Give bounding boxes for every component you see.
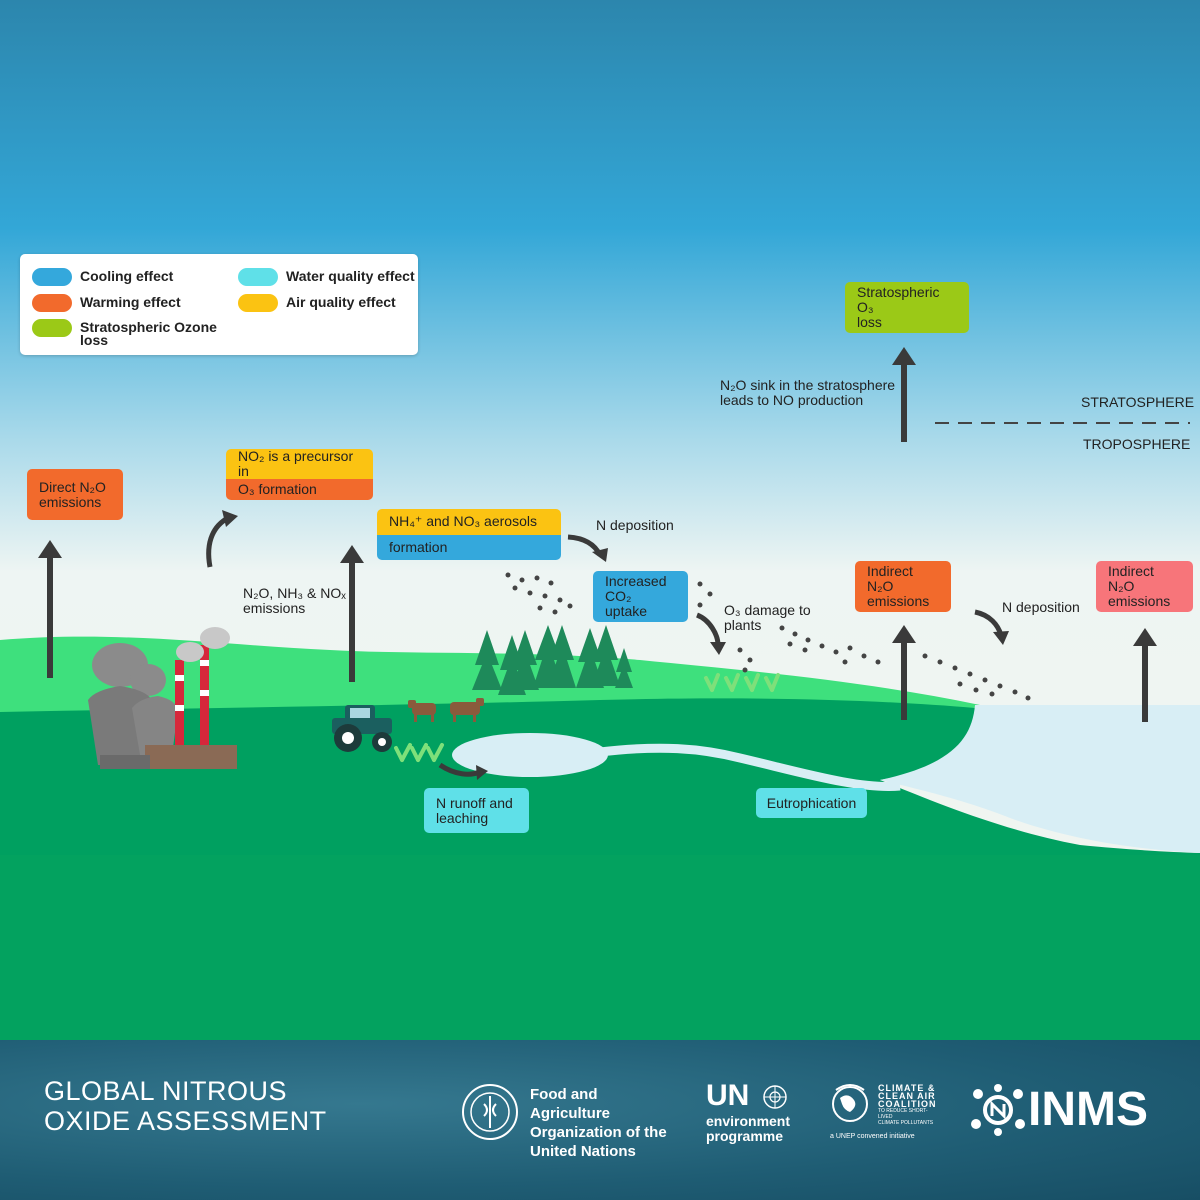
sea xyxy=(880,705,1200,853)
inms-network-icon xyxy=(971,1084,1025,1136)
eutrophication-box: Eutrophication xyxy=(756,788,867,818)
curved-arrow-heads xyxy=(222,510,1009,780)
lake xyxy=(452,733,608,777)
forest xyxy=(472,625,633,695)
legend-cooling: Cooling effect xyxy=(32,268,173,286)
legend-air: Air quality effect xyxy=(238,294,396,312)
landscape-illustration xyxy=(0,0,1200,1040)
ccac-globe-icon xyxy=(832,1084,868,1122)
diagram-scene: Cooling effect Warming effect Stratosphe… xyxy=(0,0,1200,1040)
aerosols-box: NH₄⁺ and NO₃ aerosols formation xyxy=(377,509,561,560)
n-deposition-label-1: N deposition xyxy=(596,517,674,533)
factory xyxy=(88,627,237,769)
cattle xyxy=(408,698,484,722)
troposphere-label: TROPOSPHERE xyxy=(1083,436,1191,452)
cooling-swatch xyxy=(32,268,72,286)
crops xyxy=(394,673,780,762)
ccac-logo: CLIMATE & CLEAN AIR COALITION TO REDUCE … xyxy=(828,1080,940,1150)
legend-water: Water quality effect xyxy=(238,268,415,286)
air-swatch xyxy=(238,294,278,312)
water-swatch xyxy=(238,268,278,286)
legend-warming: Warming effect xyxy=(32,294,181,312)
tractor xyxy=(332,705,392,752)
stratosphere-label: STRATOSPHERE xyxy=(1081,394,1195,410)
inms-logo: INMS xyxy=(970,1084,1160,1140)
footer-title: GLOBAL NITROUS OXIDE ASSESSMENT xyxy=(44,1076,327,1136)
fao-emblem-icon xyxy=(462,1084,518,1140)
n-deposition-label-2: N deposition xyxy=(1002,599,1080,615)
warming-swatch xyxy=(32,294,72,312)
un-globe-icon xyxy=(763,1085,787,1109)
ozone-swatch xyxy=(32,319,72,337)
deposition-dots xyxy=(505,572,1031,701)
no2-precursor-box: NO₂ is a precursor in O₃ formation xyxy=(226,449,373,500)
river xyxy=(599,743,901,792)
footer: GLOBAL NITROUS OXIDE ASSESSMENT Food and… xyxy=(0,1040,1200,1200)
unep-logo: UN environment programme xyxy=(706,1079,791,1144)
emission-arrows xyxy=(38,347,1157,722)
legend: Cooling effect Warming effect Stratosphe… xyxy=(20,254,418,355)
fao-logo: Food and Agriculture Organization of the… xyxy=(460,1082,680,1160)
